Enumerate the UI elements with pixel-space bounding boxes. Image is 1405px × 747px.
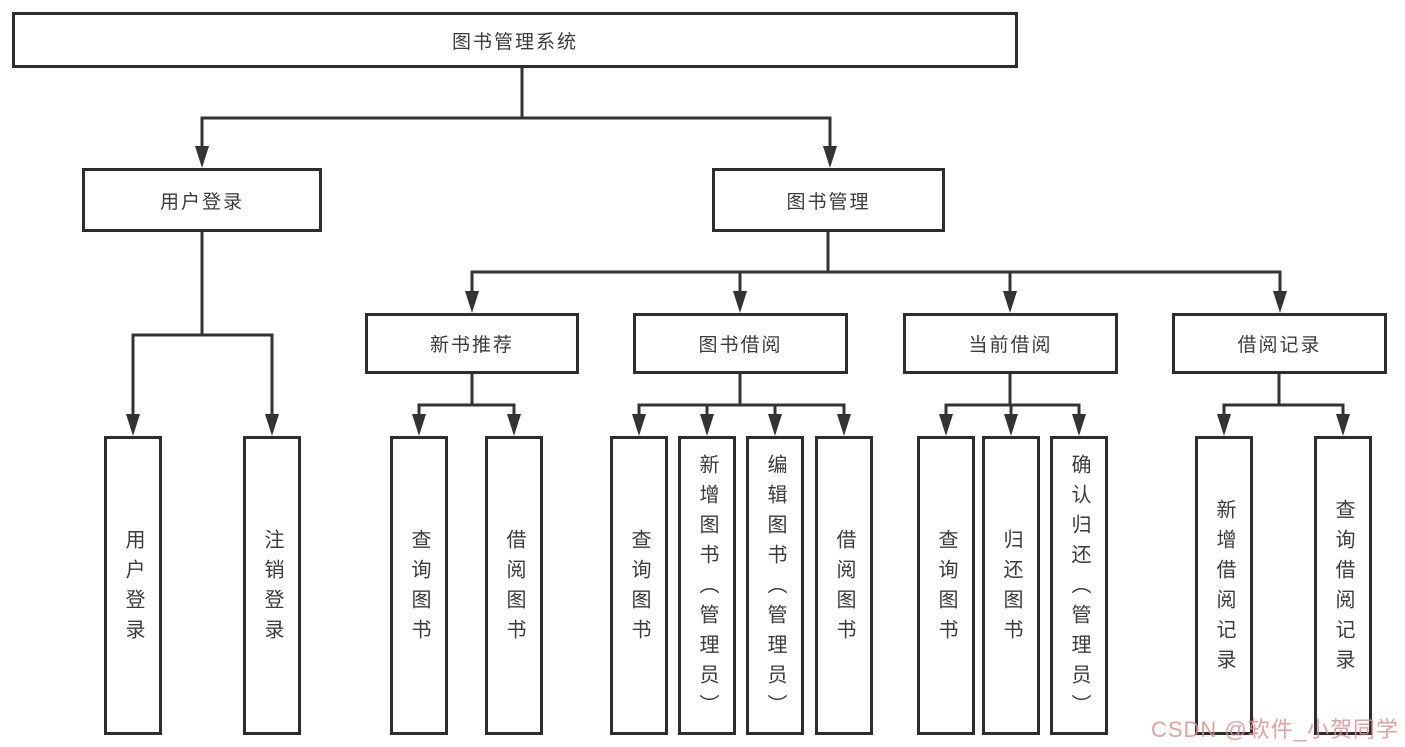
node-book-management: 图书管理 [712, 168, 945, 232]
leaf-edit-book-admin: 编辑图书（管理员） [746, 436, 804, 735]
leaf-logout-login: 注销登录 [243, 436, 301, 735]
node-new-book-recommend: 新书推荐 [365, 313, 579, 374]
node-borrow-record: 借阅记录 [1172, 313, 1387, 374]
leaf-confirm-return-admin: 确认归还（管理员） [1050, 436, 1108, 735]
leaf-add-borrow-record: 新增借阅记录 [1195, 436, 1253, 735]
leaf-query-book-current: 查询图书 [917, 436, 975, 735]
node-root-system: 图书管理系统 [12, 12, 1018, 68]
leaf-query-book-newbook: 查询图书 [390, 436, 448, 735]
arrowheads [126, 146, 1350, 436]
leaf-add-book-admin: 新增图书（管理员） [678, 436, 736, 735]
node-book-borrow: 图书借阅 [633, 313, 848, 374]
node-user-login: 用户登录 [82, 168, 322, 232]
watermark: CSDN @软件_小贺同学 [1150, 717, 1399, 742]
leaf-query-book-borrow: 查询图书 [610, 436, 668, 735]
leaf-user-login: 用户登录 [104, 436, 162, 735]
leaf-borrow-book-borrow: 借阅图书 [815, 436, 873, 735]
leaf-query-borrow-record: 查询借阅记录 [1314, 436, 1372, 735]
leaf-borrow-book-newbook: 借阅图书 [485, 436, 543, 735]
leaf-return-book: 归还图书 [982, 436, 1040, 735]
node-current-borrow: 当前借阅 [903, 313, 1118, 374]
